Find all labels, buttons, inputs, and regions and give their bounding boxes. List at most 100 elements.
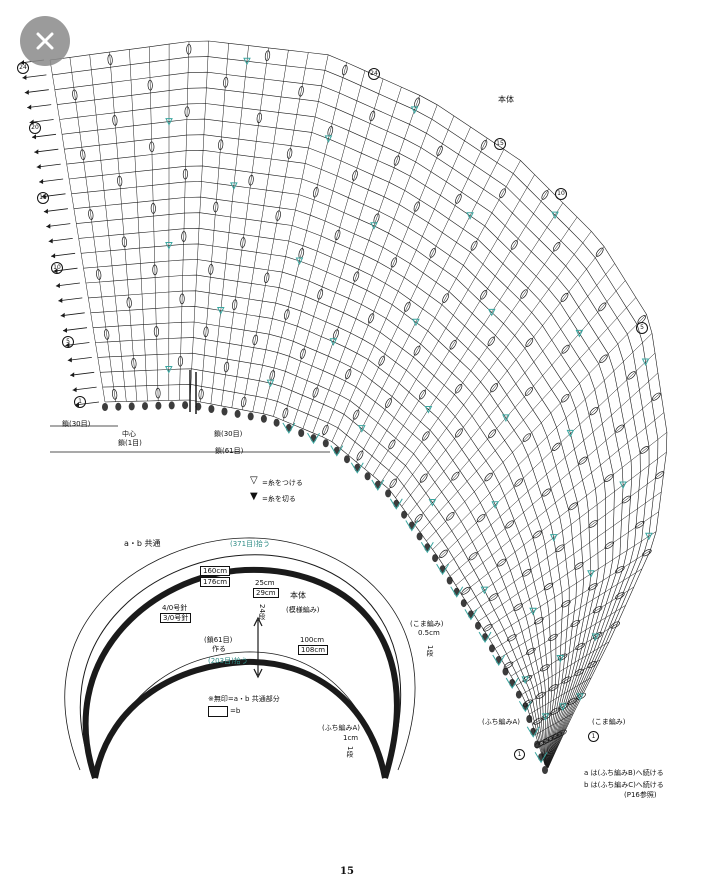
legend-cut-text: =糸を切る bbox=[262, 495, 296, 503]
stitch-column bbox=[331, 126, 471, 442]
outer-edge-line bbox=[79, 554, 402, 779]
row-line bbox=[81, 243, 563, 767]
stitch-oval bbox=[356, 450, 364, 461]
stitch-oval bbox=[510, 240, 518, 250]
stitch-column bbox=[189, 40, 210, 401]
picot-bead bbox=[446, 576, 453, 585]
stitch-column bbox=[364, 174, 535, 469]
edge-note-b-line: b は(ふち編みC)へ続ける bbox=[584, 781, 664, 789]
legend-attach-text: =糸をつける bbox=[262, 479, 303, 487]
stitch-oval bbox=[223, 76, 229, 88]
stitch-column bbox=[395, 231, 592, 498]
picot-bead bbox=[234, 409, 241, 418]
stitch-column bbox=[438, 352, 656, 559]
stitch-oval bbox=[552, 731, 563, 739]
row-line bbox=[95, 337, 546, 766]
edge-loop bbox=[350, 462, 364, 474]
stitch-oval bbox=[240, 237, 246, 248]
arrow-head bbox=[36, 164, 41, 170]
edge-note-left-label: (ふち編みA) bbox=[482, 718, 521, 726]
rows-label: 24段 bbox=[258, 604, 266, 620]
edge-right-name: (こま編み) bbox=[410, 620, 444, 628]
stitch-oval bbox=[223, 361, 230, 373]
picot-bead bbox=[310, 434, 317, 443]
stitch-oval bbox=[104, 329, 110, 340]
chain-30-mid-label: 鎖(30目) bbox=[214, 430, 243, 438]
stitch-oval bbox=[322, 424, 329, 435]
picot-bead bbox=[530, 727, 537, 736]
stitch-column bbox=[292, 87, 402, 425]
stitch-oval bbox=[555, 544, 565, 553]
stitch-oval bbox=[218, 139, 224, 151]
stitch-oval bbox=[548, 684, 559, 692]
stitch-oval bbox=[282, 407, 289, 419]
attach-yarn-mark bbox=[480, 586, 489, 595]
edge-loop bbox=[526, 726, 540, 738]
edge-loop bbox=[371, 479, 385, 491]
outer-edge-line-2 bbox=[64, 537, 416, 771]
stitch-column bbox=[500, 568, 643, 658]
page-number: 15 bbox=[340, 866, 354, 877]
picot-bead bbox=[475, 621, 481, 630]
stitch-oval bbox=[155, 387, 161, 399]
attach-yarn-mark bbox=[487, 308, 496, 317]
stitch-oval bbox=[534, 617, 544, 625]
stitch-oval bbox=[499, 188, 507, 199]
stitch-oval bbox=[532, 530, 542, 539]
picot-bead bbox=[385, 489, 392, 498]
picot-bead bbox=[322, 439, 329, 448]
attach-yarn-mark bbox=[556, 654, 565, 663]
stitch-oval bbox=[535, 691, 546, 699]
stitch-column bbox=[221, 47, 269, 406]
arrow-head bbox=[39, 179, 44, 184]
attach-yarn-mark bbox=[329, 338, 338, 346]
attach-yarn-mark bbox=[521, 676, 529, 685]
stitch-oval bbox=[404, 301, 411, 312]
stitch-column bbox=[466, 452, 667, 604]
stitch-oval bbox=[413, 201, 420, 212]
stitch-oval bbox=[96, 269, 102, 280]
picot-bead bbox=[393, 499, 400, 508]
schematic-note: ※無印=a・b 共通部分 bbox=[208, 695, 280, 703]
outer-band bbox=[82, 566, 400, 779]
stitch-oval bbox=[561, 393, 570, 403]
stitch-column bbox=[252, 54, 329, 412]
picot-bead bbox=[102, 403, 108, 411]
edge-note-right-mark: 1 bbox=[588, 731, 599, 742]
stitch-oval bbox=[152, 264, 158, 276]
stitch-oval bbox=[184, 106, 190, 118]
stitch-column bbox=[129, 49, 148, 402]
edge-note-left-mark: 1 bbox=[514, 749, 525, 760]
arrow-head bbox=[48, 238, 53, 244]
stitch-column bbox=[538, 731, 565, 745]
schematic-title: a・b 共通 bbox=[124, 539, 161, 548]
edge-loop bbox=[436, 563, 450, 576]
close-button[interactable] bbox=[20, 16, 70, 66]
edge-loop bbox=[505, 677, 519, 690]
attach-yarn-mark bbox=[645, 532, 653, 541]
stitch-column bbox=[489, 531, 657, 640]
stitch-oval bbox=[419, 473, 428, 483]
stitch-oval bbox=[574, 562, 584, 570]
stitch-oval bbox=[588, 520, 598, 528]
width-inner-b: 29cm bbox=[253, 588, 279, 598]
stitch-oval bbox=[490, 383, 498, 393]
picot-bead bbox=[168, 401, 175, 410]
arrow-up bbox=[253, 616, 263, 627]
stitch-oval bbox=[480, 139, 488, 150]
width-inner-a: 25cm bbox=[255, 579, 275, 587]
stitch-oval bbox=[121, 236, 127, 248]
picot-bead bbox=[374, 480, 381, 489]
stitch-oval bbox=[378, 355, 385, 366]
stitch-oval bbox=[241, 396, 247, 408]
picot-bead bbox=[432, 554, 439, 563]
stitch-column bbox=[472, 471, 664, 613]
edge-loop bbox=[518, 700, 532, 713]
stitch-oval bbox=[513, 603, 523, 611]
stitch-column bbox=[200, 43, 229, 403]
close-icon bbox=[36, 32, 54, 50]
picot-bead bbox=[416, 532, 423, 541]
picot-bead bbox=[333, 446, 340, 455]
schematic-pick-inner: (203目)拾う bbox=[208, 657, 248, 665]
arrow-head bbox=[43, 208, 48, 214]
